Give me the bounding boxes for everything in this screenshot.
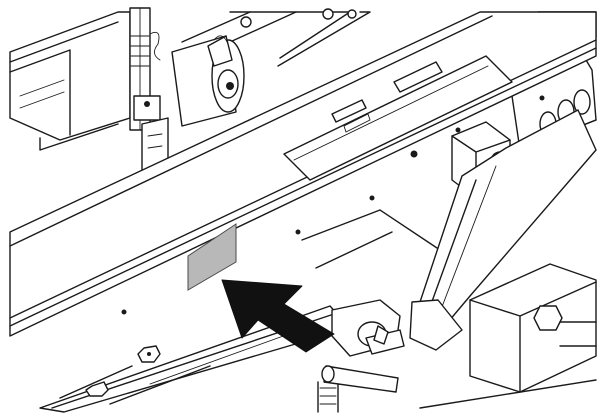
main-beam [9, 11, 597, 337]
lever-rod [39, 299, 405, 413]
spring-actuator [129, 7, 169, 173]
upper-housing [9, 11, 131, 151]
label-area [187, 223, 237, 291]
roller [171, 35, 245, 127]
rear-rails [181, 8, 371, 67]
direction-arrow [221, 279, 335, 353]
swing-arm [409, 109, 597, 351]
lower-frame [301, 209, 597, 409]
